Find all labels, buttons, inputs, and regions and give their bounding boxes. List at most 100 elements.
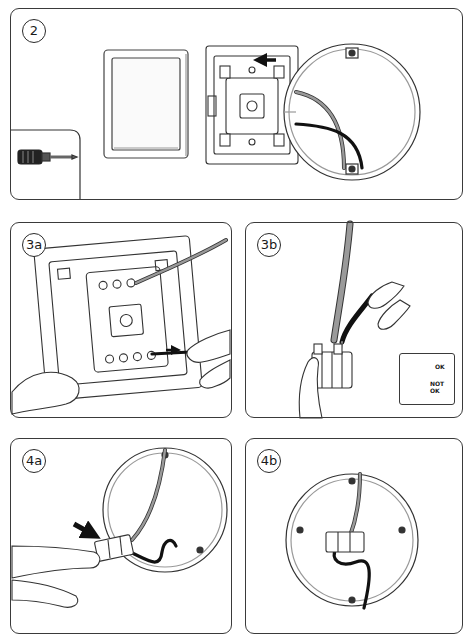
wire: [334, 224, 350, 340]
wall-box: [284, 44, 420, 180]
screwdriver-inset: [72, 155, 77, 159]
wire: [296, 124, 362, 168]
wire-connector: [331, 352, 332, 388]
wire-connector: [94, 534, 133, 561]
step-number: 2: [22, 19, 46, 43]
switch-cover: [104, 50, 188, 158]
wire-connector: [337, 532, 338, 552]
wire: [350, 474, 360, 536]
switch-mechanism: [274, 66, 284, 78]
wire-connector: [120, 537, 122, 555]
switch-mechanism: [58, 268, 71, 279]
check-label: OK: [435, 363, 453, 370]
wire: [136, 240, 226, 283]
switch-cover: [185, 54, 186, 156]
wire-connector: [341, 352, 342, 388]
wire: [136, 240, 226, 283]
step-number: 4a: [22, 449, 46, 473]
wire: [334, 224, 350, 340]
switch-mechanism: [208, 96, 216, 116]
wire-connector: [326, 532, 364, 552]
push-arrow: [166, 349, 176, 352]
wire-connector: [314, 344, 322, 354]
wall-box: [284, 44, 420, 180]
step-number: 3a: [22, 233, 46, 257]
hand: [299, 358, 322, 418]
wall-box: [399, 527, 405, 533]
step-panel: 4b: [245, 438, 463, 634]
wire: [130, 450, 176, 562]
step-panel: 2: [10, 8, 463, 200]
wall-box: [284, 111, 296, 112]
step-number: 3b: [257, 233, 281, 257]
screwdriver-inset: [22, 151, 23, 163]
screwdriver-inset: [10, 130, 80, 200]
push-arrow: [166, 349, 176, 352]
wire: [152, 352, 190, 354]
wall-box: [103, 448, 227, 572]
screwdriver-inset: [10, 130, 80, 200]
hand: [378, 300, 410, 329]
hand: [12, 372, 79, 414]
wire: [132, 450, 165, 540]
hand: [187, 330, 230, 362]
move-arrow: [260, 58, 276, 62]
hand: [200, 360, 230, 388]
switch-mechanism: [247, 101, 257, 111]
wire-connector: [349, 532, 350, 552]
wall-box: [346, 164, 358, 174]
wall-box: [291, 479, 413, 601]
switch-mechanism: [214, 56, 290, 154]
switch-mechanism: [220, 66, 230, 78]
switch-cover: [104, 50, 188, 158]
switch-mechanism: [113, 280, 122, 289]
screwdriver-inset: [18, 150, 42, 164]
switch-mechanism: [105, 355, 114, 364]
screwdriver-inset: [32, 151, 33, 163]
step-number: 4b: [257, 449, 281, 473]
hand: [299, 282, 410, 418]
switch-mechanism: [119, 354, 128, 363]
screwdriver-inset: [50, 156, 72, 159]
wire: [130, 540, 176, 562]
hand: [12, 546, 100, 607]
switch-mechanism: [249, 139, 255, 145]
connector-check-inset: OK NOT OK: [399, 353, 455, 405]
hand: [12, 546, 100, 578]
hand: [12, 330, 230, 414]
push-arrow: [74, 524, 92, 534]
switch-mechanism: [120, 314, 133, 327]
screwdriver-inset: [42, 153, 50, 161]
wall-box: [346, 48, 358, 58]
step-panel: 3a: [10, 222, 232, 418]
wall-box: [297, 527, 303, 533]
switch-mechanism: [240, 94, 264, 118]
switch-mechanism: [133, 352, 142, 361]
step-panel: 3bOK NOT OK: [245, 222, 463, 418]
wall-box: [197, 547, 203, 553]
wall-box: [349, 597, 355, 603]
switch-cover: [112, 58, 180, 150]
switch-mechanism: [109, 304, 143, 337]
wire: [350, 474, 360, 536]
wall-box: [349, 478, 355, 484]
screwdriver-inset: [27, 151, 28, 163]
switch-mechanism: [226, 78, 278, 134]
wall-box: [289, 49, 415, 175]
switch-mechanism: [86, 266, 168, 372]
switch-cover: [114, 147, 178, 148]
wire-connector: [108, 540, 110, 558]
wire-connector: [321, 352, 322, 388]
wall-box: [349, 166, 355, 172]
wire: [132, 450, 165, 540]
check-label: NOT OK: [430, 380, 452, 394]
switch-mechanism: [220, 134, 230, 146]
wire-connector: [94, 534, 133, 561]
wire: [334, 224, 372, 356]
wall-box: [103, 448, 227, 572]
switch-mechanism: [99, 281, 108, 290]
switch-mechanism: [249, 67, 255, 73]
switch-mechanism: [274, 134, 284, 146]
